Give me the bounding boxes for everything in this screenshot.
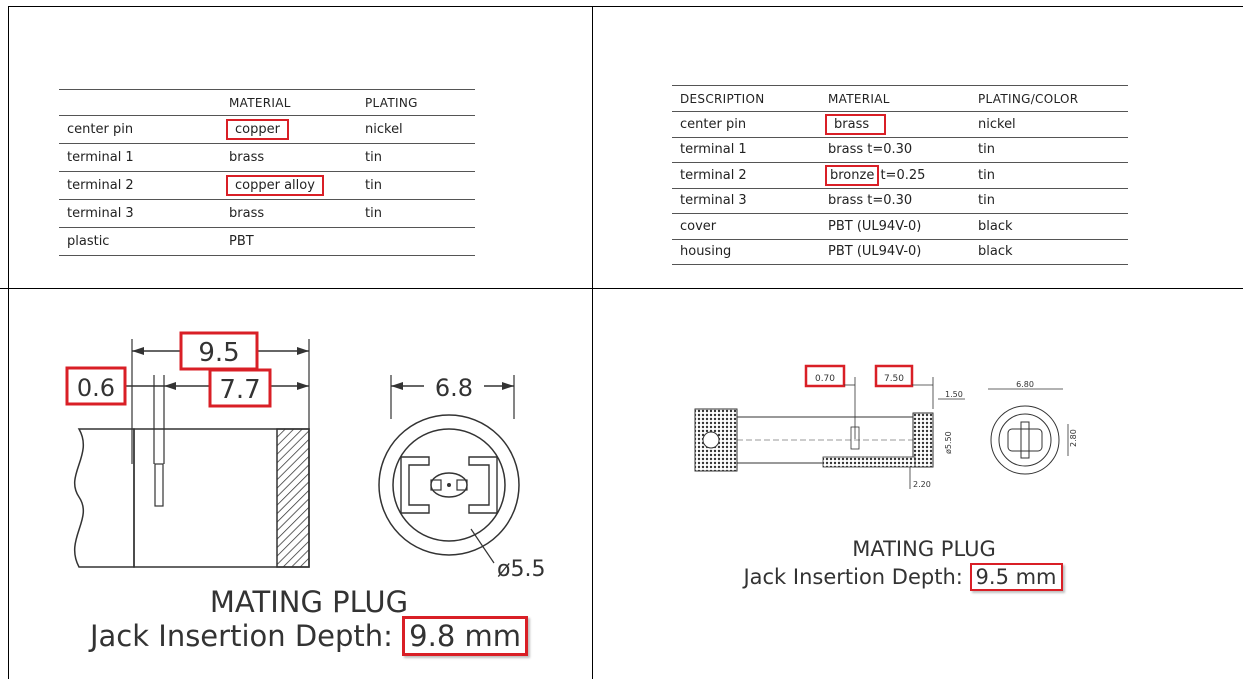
right-spec-cell: DESCRIPTION MATERIAL PLATING/COLOR cente…: [593, 7, 1243, 288]
left-spec-plating: [357, 228, 475, 256]
right-spec-material: brass t=0.30: [828, 142, 913, 158]
right-spec-row: terminal 3 brass t=0.30 tin: [672, 188, 1128, 214]
right-spec-header-row: DESCRIPTION MATERIAL PLATING/COLOR: [672, 85, 1128, 112]
left-drawing-cell: 9.5 0.6 7.7 6.8: [9, 289, 592, 679]
right-drawing-cell: 0.70 7.50 1.50 ø5.50 2.20 6.80 2.80 MATI…: [593, 289, 1243, 679]
right-header-description: DESCRIPTION: [680, 91, 765, 106]
left-header-material: MATERIAL: [229, 95, 291, 110]
right-dim-g: 2.20: [913, 480, 931, 489]
left-plug-drawing: 9.5 0.6 7.7 6.8: [65, 331, 545, 582]
right-dim-f: 2.80: [1069, 429, 1078, 447]
left-spec-material: copper: [226, 119, 289, 140]
right-spec-material-cell: bronze t=0.25: [820, 163, 970, 189]
right-spec-plating: black: [978, 244, 1013, 260]
grid-middle-divider: [0, 288, 1243, 289]
left-dim-body: 7.7: [219, 375, 260, 405]
right-spec-part: terminal 1: [680, 142, 747, 158]
left-spec-row: terminal 2 copper alloy tin: [59, 172, 475, 200]
left-spec-material-cell: brass: [221, 144, 357, 172]
right-dim-c: 1.50: [945, 390, 963, 399]
right-spec-plating: tin: [978, 167, 995, 183]
right-caption-prefix: Jack Insertion Depth:: [743, 565, 963, 589]
right-spec-part: cover: [680, 218, 717, 234]
left-spec-material-cell: copper alloy: [221, 172, 357, 200]
right-spec-plating: tin: [978, 142, 995, 158]
grid-left-border: [8, 6, 9, 679]
right-caption-value: 9.5 mm: [969, 563, 1063, 591]
left-spec-plating: tin: [365, 206, 382, 221]
right-spec-material: brass t=0.30: [828, 193, 913, 209]
left-spec-part: plastic: [67, 234, 110, 249]
left-spec-material: brass: [229, 206, 265, 221]
right-spec-material-cell: PBT (UL94V-0): [820, 239, 970, 265]
right-spec-part: terminal 3: [680, 193, 747, 209]
left-caption-title: MATING PLUG: [209, 585, 409, 619]
left-dim-diameter: ø5.5: [497, 557, 545, 582]
left-spec-material: brass: [229, 150, 265, 165]
right-spec-row: center pin brass nickel: [672, 112, 1128, 138]
right-caption-depth: Jack Insertion Depth: 9.5 mm: [673, 563, 1133, 591]
right-spec-material-cell: brass t=0.30: [820, 188, 970, 214]
left-dim-overall: 9.5: [198, 338, 239, 368]
left-spec-part: terminal 3: [67, 206, 134, 221]
left-spec-material-cell: PBT: [221, 228, 357, 256]
left-spec-cell: MATERIAL PLATING center pin copper nickel t…: [9, 7, 592, 288]
right-caption: MATING PLUG Jack Insertion Depth: 9.5 mm: [673, 535, 1133, 591]
left-spec-material: copper alloy: [226, 175, 324, 196]
right-spec-plating: tin: [978, 193, 995, 209]
left-spec-part: center pin: [67, 122, 134, 137]
left-spec-table: MATERIAL PLATING center pin copper nickel t…: [59, 89, 475, 256]
left-dim-gap: 0.6: [77, 374, 115, 402]
right-spec-row: terminal 2 bronze t=0.25 tin: [672, 163, 1128, 189]
left-spec-material-cell: copper: [221, 116, 357, 144]
left-spec-row: terminal 3 brass tin: [59, 200, 475, 228]
left-spec-material: PBT: [229, 234, 254, 249]
right-dim-d: 6.80: [1016, 380, 1034, 389]
right-dim-b: 7.50: [884, 374, 904, 384]
right-spec-part: center pin: [680, 116, 747, 132]
right-caption-title: MATING PLUG: [852, 537, 996, 561]
left-spec-plating: nickel: [365, 122, 403, 137]
left-spec-row: center pin copper nickel: [59, 116, 475, 144]
left-caption-depth: Jack Insertion Depth: 9.8 mm: [49, 616, 569, 656]
left-header-plating: PLATING: [365, 95, 418, 110]
left-spec-header-row: MATERIAL PLATING: [59, 89, 475, 116]
right-spec-part: housing: [680, 244, 732, 260]
left-caption-value: 9.8 mm: [402, 616, 529, 656]
left-dim-front: 6.8: [435, 374, 473, 402]
right-spec-material: PBT (UL94V-0): [828, 244, 922, 260]
left-spec-row: plastic PBT: [59, 228, 475, 256]
left-header-part: [59, 90, 221, 116]
right-spec-plating: nickel: [978, 116, 1016, 132]
left-caption-prefix: Jack Insertion Depth:: [89, 619, 393, 653]
left-spec-part: terminal 2: [67, 178, 134, 193]
right-spec-part: terminal 2: [680, 167, 747, 183]
left-spec-part: terminal 1: [67, 150, 134, 165]
right-spec-row: housing PBT (UL94V-0) black: [672, 239, 1128, 265]
right-dim-a: 0.70: [815, 374, 835, 384]
right-spec-table: DESCRIPTION MATERIAL PLATING/COLOR cente…: [672, 85, 1128, 265]
right-spec-plating: black: [978, 218, 1013, 234]
right-spec-material-cell: brass: [820, 112, 970, 138]
right-header-plating: PLATING/COLOR: [978, 91, 1079, 106]
right-dim-e: ø5.50: [944, 431, 953, 454]
right-plug-drawing: 0.70 7.50 1.50 ø5.50 2.20 6.80 2.80: [694, 364, 1078, 489]
left-spec-plating: tin: [365, 150, 382, 165]
right-spec-material-suffix: t=0.25: [876, 167, 926, 183]
right-spec-material-cell: brass t=0.30: [820, 137, 970, 163]
left-caption: MATING PLUG Jack Insertion Depth: 9.8 mm: [49, 585, 569, 656]
right-header-material: MATERIAL: [828, 91, 890, 106]
right-spec-material-cell: PBT (UL94V-0): [820, 214, 970, 240]
right-spec-material: bronze: [824, 164, 880, 186]
right-spec-row: cover PBT (UL94V-0) black: [672, 214, 1128, 240]
left-spec-plating: tin: [365, 178, 382, 193]
left-spec-row: terminal 1 brass tin: [59, 144, 475, 172]
right-spec-material: brass: [824, 113, 887, 135]
right-spec-row: terminal 1 brass t=0.30 tin: [672, 137, 1128, 163]
right-spec-material: PBT (UL94V-0): [828, 218, 922, 234]
left-spec-material-cell: brass: [221, 200, 357, 228]
grid-center-divider: [592, 6, 593, 679]
grid-top-border: [8, 6, 1243, 7]
